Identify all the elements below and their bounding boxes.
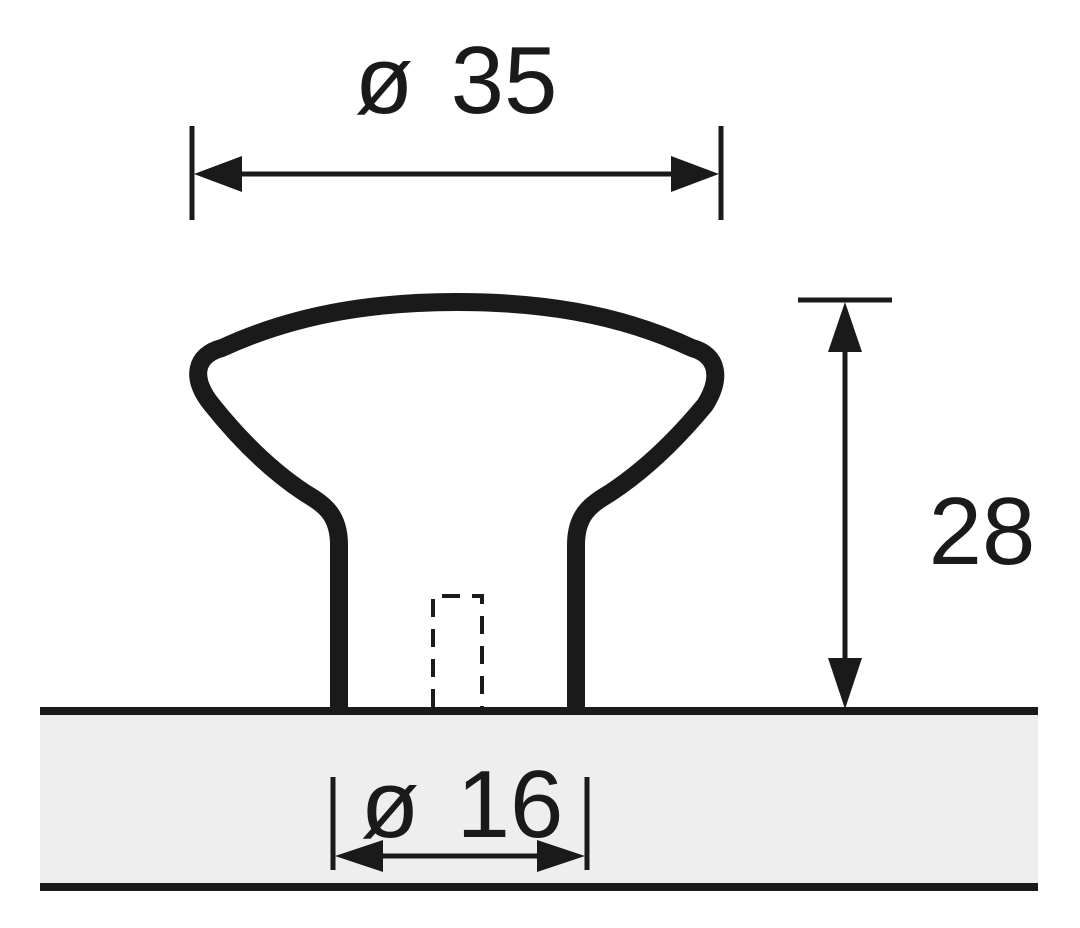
base-diameter-dimension: ø 16 — [330, 751, 590, 872]
top-diameter-symbol: ø — [355, 27, 414, 134]
knob-outline — [189, 293, 725, 707]
base-diameter-symbol: ø — [361, 751, 420, 858]
top-diameter-dimension: ø 35 — [189, 27, 724, 220]
arrowhead-down — [828, 658, 862, 709]
height-dimension: 28 — [798, 297, 1036, 709]
arrowhead-right — [537, 840, 585, 872]
hidden-screw-hole — [431, 594, 484, 707]
base-diameter-value: 16 — [457, 751, 564, 858]
arrowhead-up — [828, 302, 862, 352]
arrowhead-right — [671, 156, 719, 192]
height-value: 28 — [929, 478, 1036, 585]
arrowhead-left — [194, 156, 242, 192]
top-diameter-value: 35 — [451, 27, 558, 134]
arrowhead-left — [335, 840, 383, 872]
